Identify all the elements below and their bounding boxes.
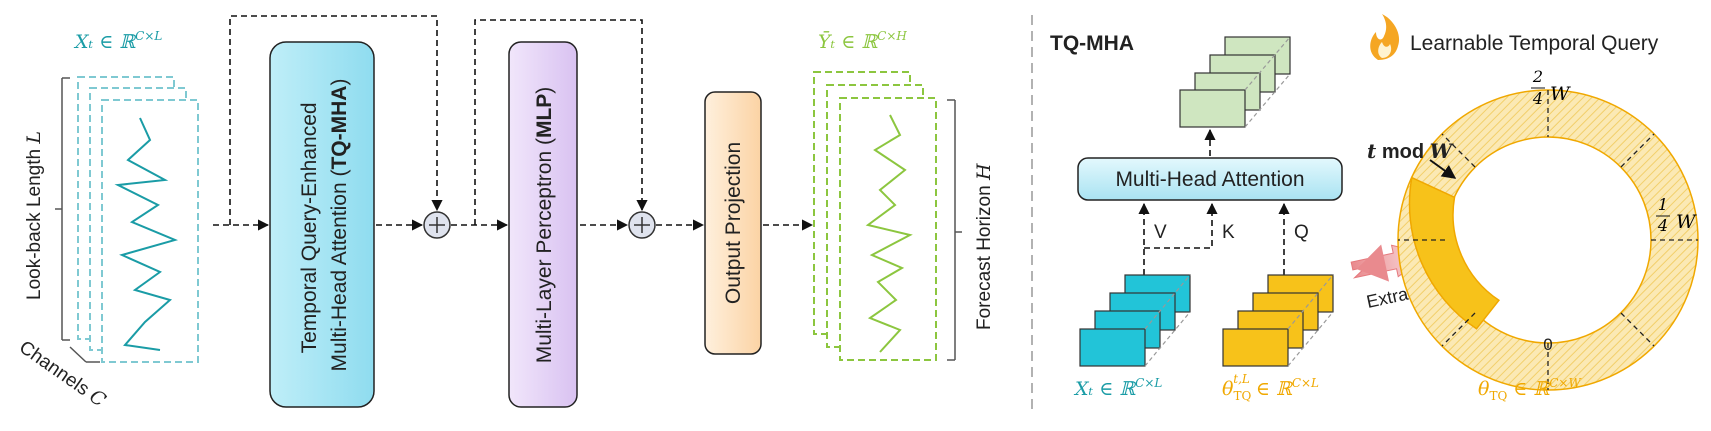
output-series-stack <box>813 71 937 361</box>
right-panel-title: TQ-MHA <box>1050 32 1134 55</box>
tq-mha-label: Temporal Query-Enhanced Multi-Head Atten… <box>298 79 351 372</box>
t-mod-label: t mod W <box>1367 139 1455 163</box>
forecast-bracket <box>947 99 962 361</box>
mha-block <box>1077 157 1343 201</box>
channels-bracket <box>69 346 100 363</box>
ring-top-w: W <box>1550 83 1571 105</box>
mha-output-stack <box>1179 36 1291 128</box>
mha-arrows <box>1138 128 1290 275</box>
input-label: Xₜ ∈ ℝC×L <box>73 29 162 53</box>
output-projection-label: Output Projection <box>722 142 745 304</box>
mlp-label: Multi-Layer Perceptron (MLP) <box>533 87 556 364</box>
input-series-stack <box>77 76 199 363</box>
ring-diagram <box>1397 89 1699 391</box>
v-label: V <box>1154 222 1167 243</box>
xt-stack <box>1079 274 1191 367</box>
lookback-label: Look-back Length L <box>23 131 45 300</box>
theta-label: θTQt,L∈ ℝC×L <box>1222 372 1319 403</box>
t-mod-pointer <box>1429 159 1457 179</box>
learnable-label: Learnable Temporal Query <box>1410 32 1659 55</box>
ring-bottom-label: 0 <box>1543 335 1552 354</box>
q-label: Q <box>1294 222 1309 243</box>
mlp-block <box>508 41 578 408</box>
flame-icon <box>1370 14 1400 60</box>
tq-mha-block <box>269 41 375 408</box>
xt-label: Xₜ ∈ ℝC×L <box>1073 376 1162 400</box>
extract-arrowhead <box>1356 244 1390 282</box>
mha-label: Multi-Head Attention <box>1115 168 1304 191</box>
forecast-label: Forecast Horizon H <box>973 163 995 330</box>
output-label: Ȳₜ ∈ ℝC×H <box>818 29 907 53</box>
output-projection-block <box>704 91 762 355</box>
lookback-bracket <box>55 77 70 341</box>
flow-arrows <box>213 15 814 231</box>
input-series-line <box>114 117 179 351</box>
residual-add-2 <box>628 211 656 239</box>
output-series-line <box>865 114 913 353</box>
residual-add-1 <box>423 211 451 239</box>
ring-active-segment <box>1408 176 1500 330</box>
theta-tq-stack <box>1222 274 1334 367</box>
k-label: K <box>1222 222 1235 243</box>
ring-right-w: W <box>1676 211 1697 233</box>
ring-theta-label: θTQ∈ ℝC×W <box>1478 376 1582 403</box>
